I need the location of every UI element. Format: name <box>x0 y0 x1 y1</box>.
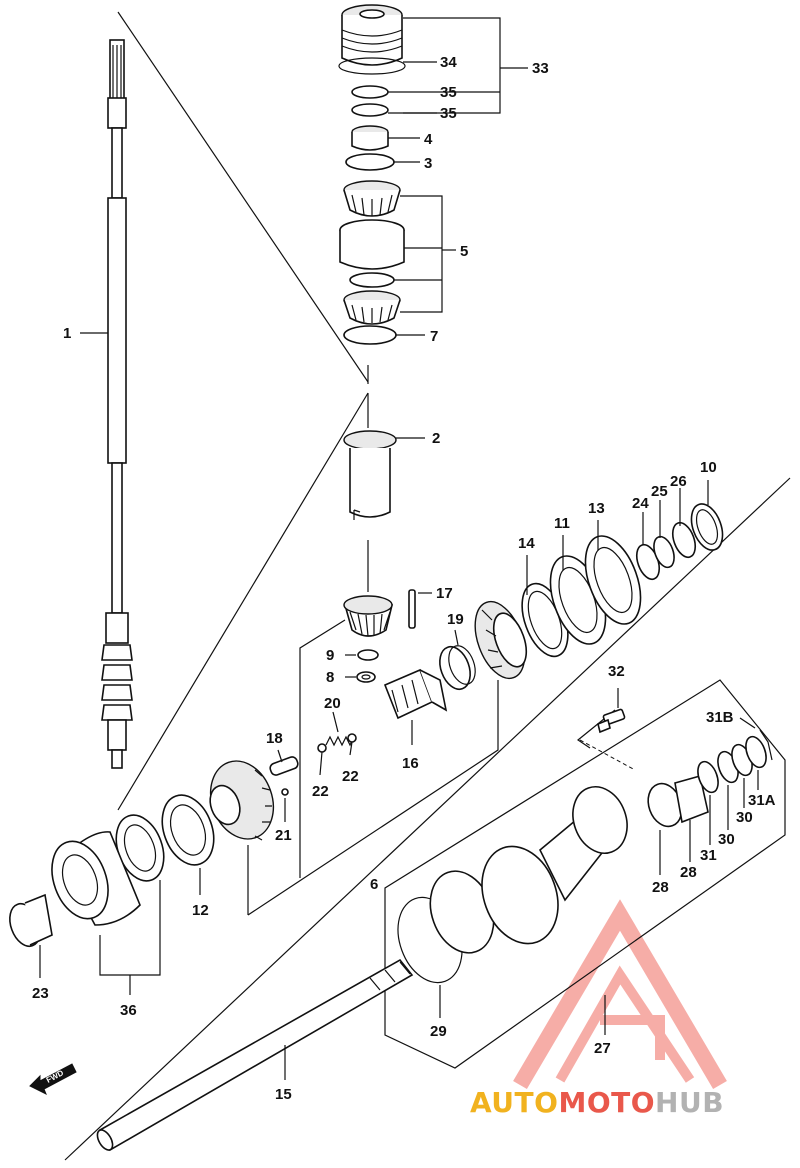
propeller-shaft-housing <box>429 786 628 954</box>
callout-7: 7 <box>430 328 438 345</box>
reverse-gear <box>209 760 275 841</box>
bearing-housing <box>51 814 165 926</box>
bearing-washer <box>161 794 215 866</box>
watermark-auto: AUTO <box>470 1086 559 1119</box>
callout-33: 33 <box>532 60 549 77</box>
upper-bearing-stack <box>345 85 395 171</box>
drive-shaft-sleeve <box>343 430 397 520</box>
callout-28a: 28 <box>652 879 669 896</box>
pin <box>408 589 416 629</box>
propeller-shaft <box>96 958 414 1152</box>
callout-5: 5 <box>460 243 468 260</box>
forward-direction-arrow: FWD <box>29 1063 77 1096</box>
pinion-gear <box>343 595 394 637</box>
callout-30b: 30 <box>736 809 753 826</box>
callout-20: 20 <box>324 695 341 712</box>
callout-31: 31 <box>700 847 717 864</box>
callout-30a: 30 <box>718 831 735 848</box>
watermark-hub: HUB <box>655 1086 725 1119</box>
needle-bearing <box>647 775 709 828</box>
callout-labels: 1 2 3 4 5 6 7 8 9 10 11 12 13 14 15 16 1… <box>32 54 776 1103</box>
callout-35a: 35 <box>440 84 457 101</box>
assembly-frames <box>64 11 791 1161</box>
callout-26: 26 <box>670 473 687 490</box>
forward-gear <box>474 600 528 680</box>
bushing <box>9 893 53 948</box>
leader-lines <box>39 17 759 1080</box>
callout-18: 18 <box>266 730 283 747</box>
shim-ring <box>343 325 397 345</box>
gear-spacer <box>439 645 476 691</box>
callout-27: 27 <box>594 1040 611 1057</box>
callout-12: 12 <box>192 902 209 919</box>
callout-13: 13 <box>588 500 605 517</box>
callout-31a: 31A <box>748 792 776 809</box>
propeller-shaft-rings <box>635 503 724 581</box>
tapered-roller-bearing <box>339 180 405 325</box>
callout-2: 2 <box>432 430 440 447</box>
callout-9: 9 <box>326 647 334 664</box>
callout-19: 19 <box>447 611 464 628</box>
callout-10: 10 <box>700 459 717 476</box>
watermark-logo <box>513 899 727 1090</box>
callout-36: 36 <box>120 1002 137 1019</box>
callout-4: 4 <box>424 131 433 148</box>
callout-6: 6 <box>370 876 378 893</box>
callout-3: 3 <box>424 155 432 172</box>
drive-shaft <box>101 39 133 769</box>
callout-16: 16 <box>402 755 419 772</box>
callout-8: 8 <box>326 669 334 686</box>
callout-1: 1 <box>63 325 71 342</box>
watermark-moto: MOTO <box>558 1086 656 1119</box>
callout-11: 11 <box>554 515 570 532</box>
callout-17: 17 <box>436 585 453 602</box>
callout-35b: 35 <box>440 105 457 122</box>
callout-22b: 22 <box>342 768 359 785</box>
thrust-washers <box>549 535 642 645</box>
callout-29: 29 <box>430 1023 447 1040</box>
callout-32: 32 <box>608 663 625 680</box>
callout-24: 24 <box>632 495 649 512</box>
bearing-housing-cap <box>338 4 406 75</box>
callout-28b: 28 <box>680 864 697 881</box>
callout-34: 34 <box>440 54 457 71</box>
callout-21: 21 <box>275 827 292 844</box>
callout-15: 15 <box>275 1086 292 1103</box>
watermark-wordmark: AUTOMOTOHUB <box>470 1086 795 1119</box>
clutch-dog <box>383 668 448 720</box>
callout-14: 14 <box>518 535 535 552</box>
callout-23: 23 <box>32 985 49 1002</box>
seal-ring-stack <box>697 729 773 794</box>
callout-25: 25 <box>651 483 668 500</box>
small-washers <box>356 649 379 683</box>
bolt <box>597 708 626 734</box>
callout-31b: 31B <box>706 709 734 726</box>
callout-22a: 22 <box>312 783 329 800</box>
shift-spring-assembly <box>269 733 357 796</box>
